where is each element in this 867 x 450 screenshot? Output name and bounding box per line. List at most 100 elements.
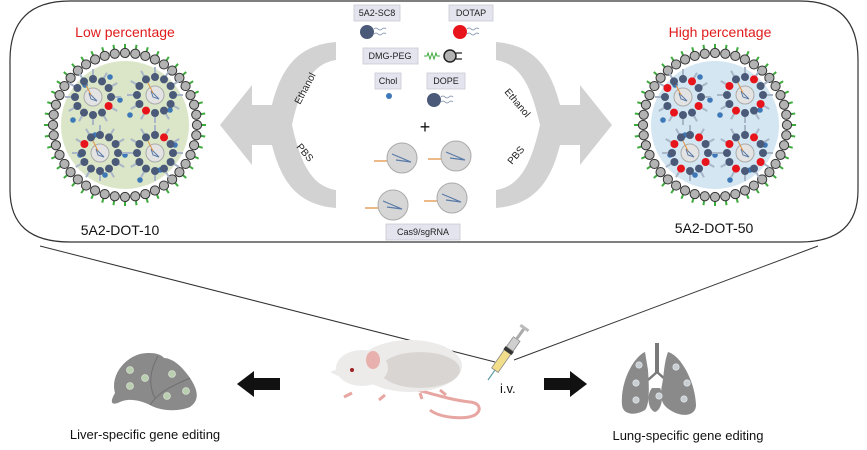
- chol-dot: [117, 97, 123, 103]
- peg-head: [89, 185, 101, 196]
- dotap-head: [694, 102, 703, 110]
- ionizable-lipid-head: [670, 77, 678, 86]
- sgrna: [740, 148, 750, 158]
- ionizable-lipid-head: [105, 133, 113, 142]
- peg-head: [739, 185, 751, 196]
- ionizable-lipid-head: [80, 77, 88, 86]
- label-dope: DOPE: [433, 76, 459, 86]
- peg-head: [655, 167, 666, 178]
- peg-head: [637, 119, 649, 131]
- sgrna: [95, 148, 105, 158]
- ionizable-lipid-head: [111, 158, 120, 166]
- label-dotap: DOTAP: [456, 8, 486, 18]
- peg-head: [54, 149, 65, 161]
- ionizable-lipid-head: [73, 102, 82, 110]
- dotap-head: [732, 106, 740, 115]
- component-dope: DOPE: [426, 72, 466, 107]
- ionizable-lipid-head: [98, 108, 106, 117]
- lipid-cluster: [65, 69, 121, 125]
- dotap-head: [160, 133, 168, 142]
- ionizable-lipid-head: [96, 131, 104, 139]
- dotap-head: [670, 108, 678, 117]
- peg-head: [662, 65, 673, 76]
- peg-head: [89, 54, 101, 65]
- peg-head: [149, 185, 161, 196]
- ionizable-lipid-head: [725, 100, 734, 108]
- peg-head: [649, 80, 660, 92]
- peg-head: [50, 140, 62, 151]
- peg-head: [781, 130, 792, 141]
- label-cargo: Cas9/sgRNA: [397, 227, 449, 237]
- ionizable-lipid-head: [166, 82, 175, 90]
- peg-head: [689, 188, 700, 200]
- peg-head: [180, 80, 191, 92]
- peg-head: [140, 50, 151, 62]
- peg-head: [730, 50, 741, 62]
- left-np-label: 5A2-DOT-10: [81, 222, 160, 238]
- peg-head: [770, 80, 781, 92]
- peg-head: [50, 99, 62, 110]
- ionizable-lipid-head: [114, 149, 122, 157]
- peg-head: [47, 119, 59, 131]
- left-title: Low percentage: [75, 24, 175, 40]
- chol-dot: [167, 107, 173, 113]
- dotap-head: [104, 102, 113, 110]
- peg-head: [781, 109, 792, 120]
- syringe-icon: [487, 323, 530, 381]
- peg-head: [670, 59, 682, 70]
- peg-head: [72, 174, 83, 185]
- peg-head: [167, 65, 178, 76]
- ionizable-lipid-head: [73, 84, 82, 92]
- peg-head: [640, 140, 652, 151]
- peg-head: [757, 65, 768, 76]
- peg-head: [80, 59, 92, 70]
- rna-tail: [92, 140, 99, 152]
- peg-head: [709, 191, 721, 203]
- peg-head: [739, 54, 751, 65]
- ionizable-lipid-head: [756, 140, 765, 148]
- peg-head: [662, 174, 673, 185]
- peg-head: [109, 191, 120, 202]
- ionizable-lipid-head: [107, 93, 115, 101]
- mouse-icon: [330, 340, 481, 420]
- ionizable-lipid-head: [686, 167, 694, 175]
- sgrna: [678, 92, 688, 102]
- peg-head: [59, 158, 70, 170]
- ionizable-lipid-head: [87, 164, 95, 173]
- dotap-head: [663, 84, 672, 92]
- peg-head: [709, 47, 721, 59]
- peg-head: [655, 72, 666, 83]
- dotap-head: [688, 77, 696, 86]
- ionizable-lipid-head: [135, 140, 144, 148]
- ionizable-lipid-head: [80, 108, 88, 117]
- peg-head: [649, 158, 660, 170]
- ionizable-lipid-head: [695, 164, 703, 173]
- chol-dot: [697, 74, 703, 80]
- ionizable-lipid-head: [701, 140, 710, 148]
- sgrna: [685, 148, 695, 158]
- ionizable-lipid-head: [160, 106, 168, 115]
- ionizable-lipid-head: [759, 149, 767, 157]
- ionizable-lipid-head: [723, 91, 731, 99]
- liver-label: Liver-specific gene editing: [70, 427, 220, 442]
- chol-dot: [717, 112, 723, 118]
- label-5a2-sc8: 5A2-SC8: [359, 8, 396, 18]
- lipid-cluster: [127, 125, 183, 181]
- ionizable-lipid-head: [71, 93, 79, 101]
- right-np-label: 5A2-DOT-50: [675, 220, 754, 236]
- peg-head: [130, 48, 141, 59]
- ionizable-lipid-head: [723, 149, 731, 157]
- peg-head: [174, 72, 185, 83]
- peg-head: [764, 72, 775, 83]
- ionizable-lipid-head: [135, 100, 144, 108]
- chol-dot: [70, 117, 76, 123]
- peg-head: [775, 89, 786, 101]
- sgrna: [740, 90, 750, 100]
- peg-head: [781, 119, 793, 131]
- peg-head: [140, 188, 151, 200]
- sgrna: [150, 148, 160, 158]
- ionizable-lipid-head: [151, 109, 159, 117]
- peg-head: [699, 191, 710, 202]
- peg-head: [99, 188, 110, 200]
